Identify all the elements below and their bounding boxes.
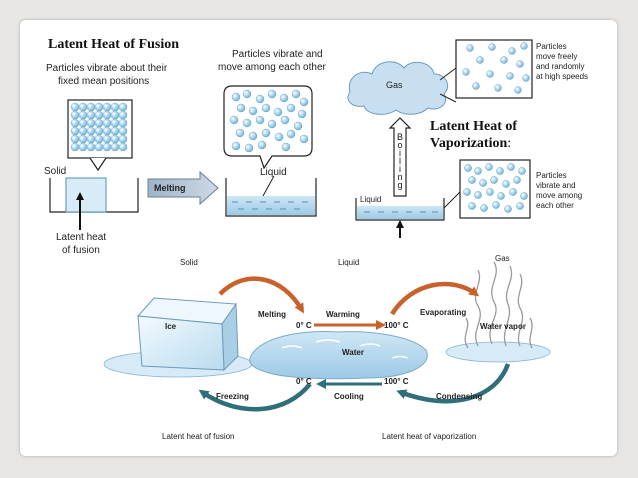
boiling-label: B o i l i n g [396,132,403,190]
evaporating-cycle-arrow [390,281,480,316]
fusion-solid-caption-line-1: Particles vibrate about their [46,63,168,74]
solid-block [65,177,107,213]
latent-heat-fusion-line-2: of fusion [62,245,100,256]
vapor-liquid-caption-line-4: each other [536,201,574,210]
vapor-liquid-caption-line-2: vibrate and [536,181,576,190]
gas-particles [462,42,530,94]
liquid-label-leader [262,175,275,197]
vapor-liquid-leader [443,191,461,209]
fusion-liquid-caption-line-2: move among each other [218,62,326,73]
gas-cloud [347,61,449,115]
melting-label: Melting [154,183,186,193]
water-highlights [281,339,409,359]
vapor-liquid-caption-line-1: Particles [536,171,567,180]
boiling-arrow [388,117,412,197]
vapor-liquid-label: Liquid [360,195,382,204]
temp-zero-bottom: 0° C [296,377,312,386]
liquid-water [227,196,315,215]
cycle-cooling-label: Cooling [334,392,364,401]
melting-cycle-arrow [218,276,305,314]
latent-heat-vaporization-caption: Latent heat of vaporization [382,432,477,441]
vapor-liquid-caption-line-3: move among [536,191,583,200]
cycle-liquid-label: Liquid [338,258,360,267]
gas-leader-2 [439,93,457,103]
fusion-solid-caption-line-2: fixed mean positions [58,76,150,87]
cycle-melting-label: Melting [258,310,286,319]
gas-caption-line-3: and randomly [536,62,585,71]
condensing-cycle-arrow [396,363,511,404]
cycle-condensing-label: Condensing [436,392,483,401]
temp-hundred-bottom: 100° C [384,377,409,386]
latent-heat-fusion-line-1: Latent heat [56,232,107,243]
liquid-container [225,178,317,217]
vapor-wisps [464,261,533,349]
cycle-freezing-label: Freezing [216,392,249,401]
vaporization-title-line-2: Vaporization: [430,136,511,152]
gas-caption-line-4: at high speeds [536,72,589,81]
freezing-cycle-arrow [198,382,312,412]
liquid-particles [229,89,309,153]
vaporization-title-colon: : [507,136,512,151]
diagram-canvas [49,39,551,412]
water-vapor-label: Water vapor [480,322,526,331]
slide-card: Latent Heat of Fusion Particles vibrate … [20,20,617,456]
temp-hundred-top: 100° C [384,321,409,330]
liquid-label: Liquid [260,167,287,178]
cycle-evaporating-label: Evaporating [420,308,467,317]
vaporization-title-word: Vaporization [430,136,508,151]
solid-particles [70,102,128,152]
vapor-liquid-particles [463,163,528,213]
liquid-ripples [232,201,308,210]
cycle-solid-label: Solid [180,258,198,267]
melting-arrow [147,170,219,206]
solid-label: Solid [44,166,67,177]
vaporization-title-line-1: Latent Heat of [430,119,518,134]
temp-zero-top: 0° C [296,321,312,330]
vapor-puddle [445,341,551,363]
ice-front [137,315,225,371]
water-puddle [249,331,428,380]
fusion-title: Latent Heat of Fusion [48,37,180,52]
gas-label: Gas [386,80,403,90]
fusion-liquid-caption-line-1: Particles vibrate and [232,49,323,60]
gas-caption-line-2: move freely [536,52,578,61]
solid-callout-pointer [89,157,107,172]
water-label: Water [342,348,364,357]
cycle-gas-label: Gas [495,254,510,263]
ice-label: Ice [165,322,177,331]
latent-heat-fusion-caption: Latent heat of fusion [162,432,235,441]
gas-caption-line-1: Particles [536,42,567,51]
cycle-warming-label: Warming [326,310,360,319]
vapor-liquid-water [357,206,443,219]
gas-leader-1 [439,67,457,81]
